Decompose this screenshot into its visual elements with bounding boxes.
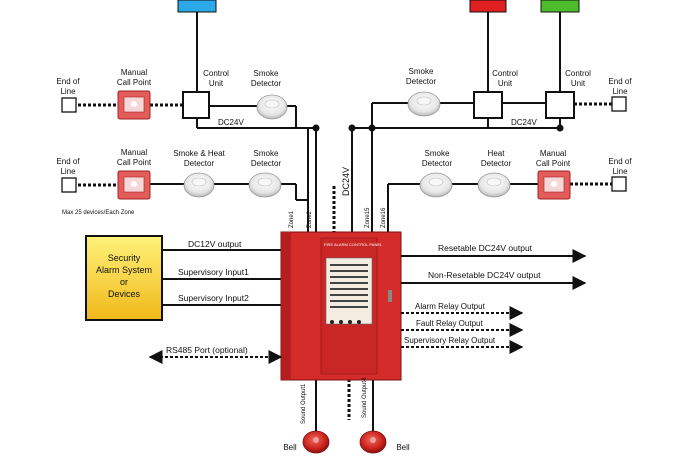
label-supervisory-input2: Supervisory Input2: [178, 293, 249, 303]
label-manual: Manual: [121, 148, 147, 157]
end-of-line-box: [61, 177, 77, 193]
control-unit-box: [182, 91, 210, 119]
security-line-1: Security: [108, 253, 141, 263]
label-supervisory-input1: Supervisory Input1: [178, 267, 249, 277]
label-smoke: Smoke: [254, 149, 279, 158]
label-end-of-line: End of: [56, 157, 80, 166]
label-line: Line: [60, 87, 76, 96]
label-rs485: RS485 Port (optional): [166, 345, 248, 355]
label-unit: Unit: [571, 79, 586, 88]
end-of-line-box: [61, 97, 77, 113]
smoke-detector: [407, 91, 441, 117]
label-end-of-line: End of: [608, 157, 632, 166]
end-of-line-box: [611, 176, 627, 192]
label-line: Line: [612, 167, 628, 176]
bell: [359, 430, 387, 454]
label-detector: Detector: [184, 159, 215, 168]
manual-call-point: [537, 170, 571, 200]
label-dc24v-vertical: DC24V: [341, 167, 351, 196]
label-call-point: Call Point: [117, 78, 152, 87]
label-max-devices: Max 25 devices/Each Zone: [62, 210, 135, 216]
label-line: Line: [60, 167, 76, 176]
label-sound-output4: Sound Output4: [362, 377, 368, 418]
smoke-detector: [419, 172, 453, 198]
label-zone1: Zone1: [289, 210, 295, 228]
label-resetable-output: Resetable DC24V output: [438, 243, 533, 253]
label-bell: Bell: [283, 443, 297, 452]
manual-call-point: [117, 170, 151, 200]
dashed-wires: [78, 102, 612, 420]
label-zone2: Zone2: [307, 210, 313, 228]
label-control: Control: [565, 69, 591, 78]
label-zone16: Zone16: [381, 207, 387, 228]
label-detector: Detector: [481, 159, 512, 168]
junction-dots: [312, 124, 564, 132]
label-smoke: Smoke: [254, 69, 279, 78]
bell: [302, 430, 330, 454]
label-dc24v-right: DC24V: [511, 118, 537, 127]
manual-call-point: [117, 90, 151, 120]
smoke-detector: [248, 172, 282, 198]
label-unit: Unit: [498, 79, 513, 88]
label-detector: Detector: [251, 79, 282, 88]
label-dc12v-output: DC12V output: [188, 239, 242, 249]
smoke-heat-detector: [183, 172, 215, 198]
sounder-red: [469, 0, 507, 13]
relay-output-arrows: [148, 306, 524, 364]
control-unit-box: [473, 91, 503, 119]
label-smoke: Smoke: [409, 67, 434, 76]
label-line: Line: [612, 87, 628, 96]
label-manual: Manual: [121, 68, 147, 77]
smoke-detector: [256, 94, 288, 120]
sounder-blue: [177, 0, 217, 13]
sounder-green: [540, 0, 580, 13]
label-manual: Manual: [540, 149, 566, 158]
label-smoke: Smoke: [425, 149, 450, 158]
label-fault-relay: Fault Relay Output: [416, 319, 483, 328]
label-bell: Bell: [396, 443, 410, 452]
svg-text:FIRE ALARM CONTROL PANEL: FIRE ALARM CONTROL PANEL: [324, 242, 383, 247]
label-detector: Detector: [251, 159, 282, 168]
label-dc24v-left: DC24V: [218, 118, 244, 127]
security-alarm-box: [85, 235, 163, 321]
security-line-3: or: [120, 277, 128, 287]
control-unit-box: [545, 91, 575, 119]
label-non-resetable-output: Non-Resetable DC24V output: [428, 270, 541, 280]
label-control: Control: [492, 69, 518, 78]
heat-detector: [477, 172, 511, 198]
label-heat: Heat: [488, 149, 506, 158]
end-of-line-box: [611, 96, 627, 112]
label-alarm-relay: Alarm Relay Output: [415, 302, 486, 311]
label-detector: Detector: [422, 159, 453, 168]
security-line-2: Alarm System: [96, 265, 152, 275]
security-line-4: Devices: [108, 289, 141, 299]
label-smoke-heat: Smoke & Heat: [173, 149, 225, 158]
fire-alarm-control-panel: FIRE ALARM CONTROL PANEL: [280, 231, 402, 381]
label-zone15: Zone15: [365, 207, 371, 228]
label-sound-output1: Sound Output1: [301, 383, 307, 424]
label-end-of-line: End of: [608, 77, 632, 86]
label-call-point: Call Point: [536, 159, 571, 168]
panel-output-arrows: [401, 249, 587, 290]
label-unit: Unit: [209, 79, 224, 88]
label-control: Control: [203, 69, 229, 78]
label-supervisory-relay: Supervisory Relay Output: [404, 336, 496, 345]
label-end-of-line: End of: [56, 77, 80, 86]
label-detector: Detector: [406, 77, 437, 86]
label-call-point: Call Point: [117, 158, 152, 167]
